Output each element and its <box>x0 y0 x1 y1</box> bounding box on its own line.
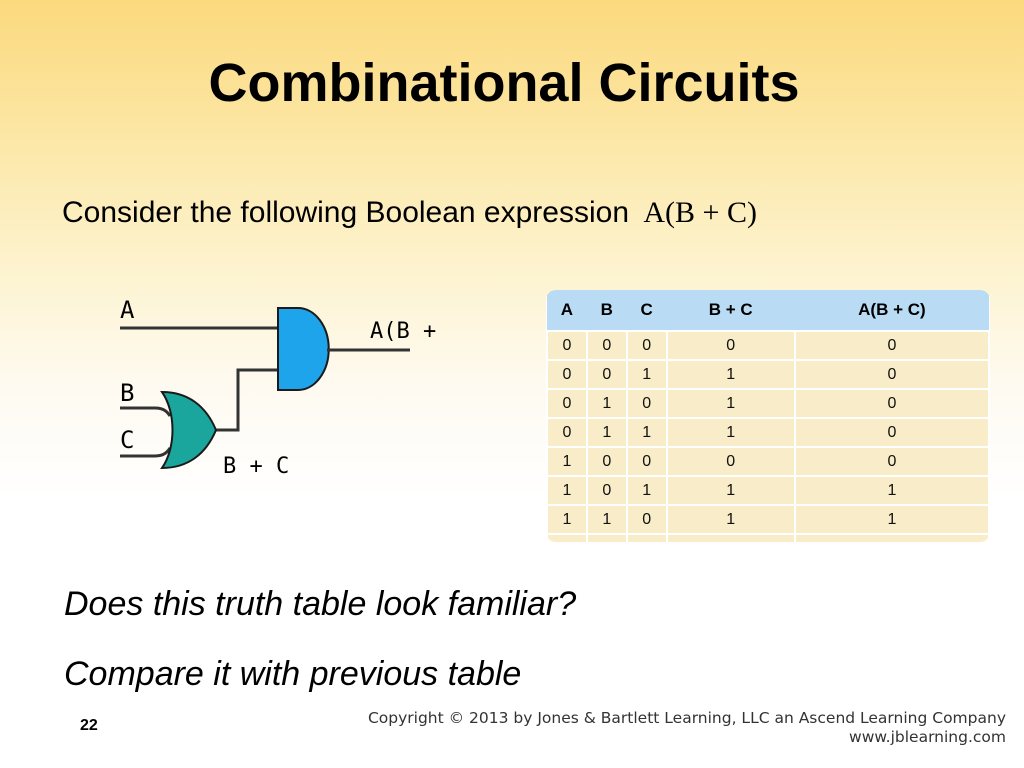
truth-table-cell: 1 <box>665 417 796 448</box>
truth-table-cell: 1 <box>625 417 668 448</box>
logic-circuit-diagram: A B C B + C A(B + C) <box>120 296 450 479</box>
truth-table-cell: 0 <box>546 330 588 361</box>
boolean-expression: A(B + C) <box>643 196 757 229</box>
header-a: A <box>547 290 587 331</box>
truth-table-cell: 1 <box>625 475 668 506</box>
label-or-output: B + C <box>223 454 289 479</box>
intro-line: Consider the following Boolean expressio… <box>62 196 757 230</box>
truth-table-cell: 0 <box>585 446 628 477</box>
truth-table-cell: 1 <box>546 446 588 477</box>
publisher-url: www.jblearning.com <box>849 728 1006 746</box>
truth-table-cell: 0 <box>793 388 990 419</box>
label-a: A <box>120 296 135 324</box>
slide-title: Combinational Circuits <box>208 53 800 113</box>
truth-table-cell: 1 <box>665 504 796 535</box>
truth-table-body: 0000000110010100111010000101111101111111 <box>546 330 990 542</box>
truth-table-cell: 1 <box>665 475 796 506</box>
truth-table-header-row: A B C B + C A(B + C) <box>547 290 989 331</box>
question-text: Does this truth table look familiar? <box>64 585 577 623</box>
wire-or-to-and <box>215 368 280 432</box>
wire-b <box>120 406 172 417</box>
header-b-or-c: B + C <box>666 290 795 331</box>
truth-table-cell: 0 <box>793 417 990 448</box>
truth-table-cell: 0 <box>665 330 796 361</box>
truth-table-cell: 1 <box>585 504 628 535</box>
truth-table-cell: 1 <box>625 533 668 542</box>
truth-table-cell: 0 <box>793 359 990 390</box>
truth-table-cell: 1 <box>625 359 668 390</box>
truth-table-cell: 0 <box>585 330 628 361</box>
header-c: C <box>626 290 667 331</box>
truth-table-cell: 0 <box>793 330 990 361</box>
truth-table-cell: 0 <box>546 417 588 448</box>
truth-table-cell: 0 <box>625 388 668 419</box>
truth-table-cell: 1 <box>793 475 990 506</box>
followup-text: Compare it with previous table <box>64 655 522 693</box>
label-c: C <box>120 426 134 454</box>
truth-table-cell: 0 <box>665 446 796 477</box>
and-gate <box>277 307 330 391</box>
truth-table-cell: 1 <box>585 417 628 448</box>
truth-table-cell: 1 <box>793 504 990 535</box>
truth-table-cell: 0 <box>625 504 668 535</box>
label-b: B <box>120 379 134 407</box>
truth-table-cell: 1 <box>665 359 796 390</box>
truth-table-cell: 1 <box>665 533 796 542</box>
truth-table-cell: 0 <box>585 475 628 506</box>
truth-table-cell: 1 <box>546 533 588 542</box>
page-number: 22 <box>80 717 98 734</box>
wire-c <box>120 447 172 458</box>
copyright-notice: Copyright © 2013 by Jones & Bartlett Lea… <box>368 709 1006 747</box>
truth-table-cell: 1 <box>585 533 628 542</box>
truth-table-cell: 0 <box>625 330 668 361</box>
or-gate <box>160 390 218 470</box>
intro-text: Consider the following Boolean expressio… <box>62 196 630 229</box>
truth-table-cell: 0 <box>546 388 588 419</box>
copyright-line: Copyright © 2013 by Jones & Bartlett Lea… <box>367 709 1006 727</box>
truth-table-cell: 1 <box>793 533 990 542</box>
header-output: A(B + C) <box>794 290 989 331</box>
truth-table-cell: 0 <box>546 359 588 390</box>
truth-table-cell: 1 <box>665 388 796 419</box>
truth-table-cell: 1 <box>546 504 588 535</box>
header-b: B <box>586 290 627 331</box>
truth-table-cell: 1 <box>546 475 588 506</box>
label-and-output: A(B + C) <box>370 319 450 344</box>
truth-table-cell: 0 <box>585 359 628 390</box>
truth-table-cell: 0 <box>793 446 990 477</box>
truth-table-cell: 1 <box>585 388 628 419</box>
truth-table-cell: 0 <box>625 446 668 477</box>
